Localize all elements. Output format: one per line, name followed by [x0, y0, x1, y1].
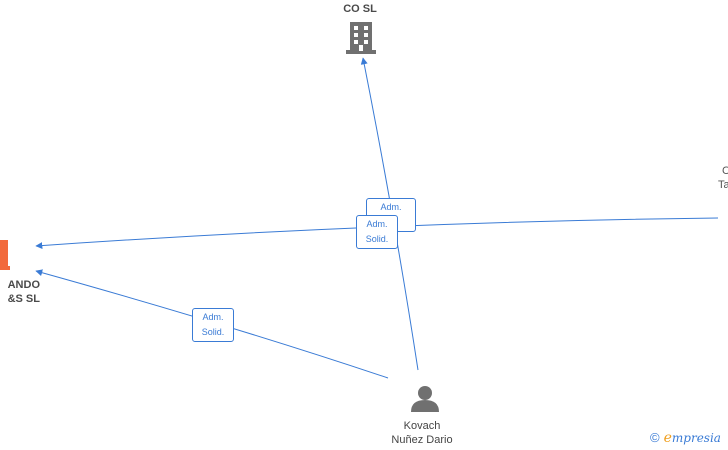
right-company-label-line1: C — [722, 165, 728, 177]
left-company-label-line1: ANDO — [7, 279, 40, 291]
edge-label-adm-solid-low[interactable]: Adm. Solid. — [192, 308, 234, 342]
left-company-label[interactable]: ANDO &S SL — [0, 278, 40, 306]
copyright-icon: © — [650, 430, 660, 445]
brand-name: mpresia — [671, 431, 721, 445]
edge-label-adm-solid-mid-line2: Solid. — [365, 234, 389, 244]
left-company-label-line2: &S SL — [7, 293, 40, 305]
edge-label-adm-solid-mid-line1: Adm. — [366, 219, 388, 229]
edge-label-adm-solid-low-line2: Solid. — [201, 327, 225, 337]
person-icon[interactable] — [411, 386, 439, 412]
right-company-label[interactable]: C Ta — [712, 164, 728, 192]
brand-initial: e — [663, 430, 672, 446]
edge-label-adm-solid-low-line1: Adm. — [202, 312, 224, 322]
edge-label-adm-solid-mid[interactable]: Adm. Solid. — [356, 215, 398, 249]
building-icon-left[interactable] — [0, 240, 10, 270]
person-label-line1: Kovach — [403, 420, 441, 432]
person-label[interactable]: Kovach Nuñez Dario — [372, 419, 472, 447]
top-company-label[interactable]: CO SL — [343, 3, 377, 15]
building-icon-top[interactable] — [346, 22, 376, 54]
edge-label-adm-top-line1: Adm. — [380, 202, 402, 212]
right-company-label-line2: Ta — [718, 179, 728, 191]
empresia-watermark: ©empresia — [650, 430, 721, 446]
person-label-line2: Nuñez Dario — [391, 434, 453, 446]
